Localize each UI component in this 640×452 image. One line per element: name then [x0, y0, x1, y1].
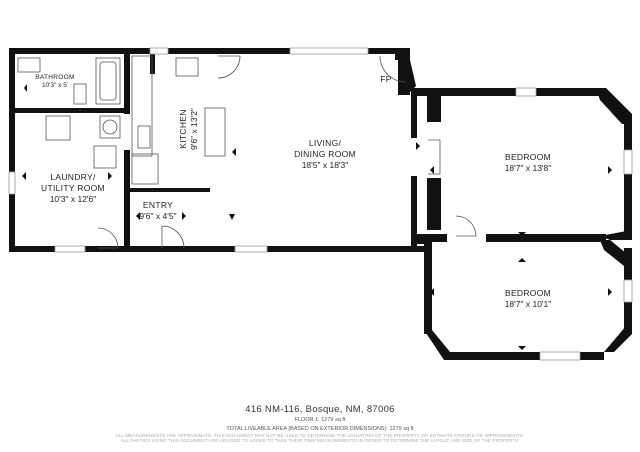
- dimension-markers: [22, 84, 612, 350]
- fireplace-label: FP: [376, 74, 396, 85]
- footer: 416 NM-116, Bosque, NM, 87006 FLOOR 1: 1…: [0, 404, 640, 443]
- bathroom-dims: 10'3" x 5': [41, 82, 69, 89]
- disclaimer-line-1: ALL MEASUREMENTS ARE APPROXIMATE. THIS D…: [115, 433, 525, 438]
- bedroom-1-name: BEDROOM: [504, 152, 552, 162]
- living-dining-label: LIVING/ DINING ROOM 18'5" x 18'3": [282, 138, 368, 171]
- bathroom-label: BATHROOM 10'3" x 5': [30, 74, 80, 90]
- bedroom-2-label: BEDROOM 18'7" x 10'1": [488, 288, 568, 310]
- fixtures: [17, 55, 477, 249]
- living-dims: 18'5" x 18'3": [301, 160, 349, 170]
- disclaimer-line-2: ALL PARTIES USING THIS DOCUMENT ARE ADVI…: [120, 438, 520, 443]
- floor-plan: [8, 47, 633, 361]
- entry-dims: 9'6" x 4'5": [139, 211, 177, 221]
- address: 416 NM-116, Bosque, NM, 87006: [245, 404, 395, 415]
- entry-name: ENTRY: [142, 200, 174, 210]
- laundry-name: LAUNDRY/: [50, 172, 96, 182]
- bedroom-2-dims: 18'7" x 10'1": [504, 299, 552, 309]
- living-name: LIVING/: [308, 138, 342, 148]
- floor-area: FLOOR 1: 1279 sq ft: [294, 417, 346, 423]
- entry-label: ENTRY 9'6" x 4'5": [128, 200, 188, 222]
- total-area: TOTAL LIVEABLE AREA (BASED ON EXTERIOR D…: [226, 426, 414, 432]
- windows: [8, 47, 633, 361]
- kitchen-label: KITCHEN 9'6" x 13'2": [178, 90, 200, 168]
- bedroom-1-dims: 18'7" x 13'8": [504, 163, 552, 173]
- fireplace-name: FP: [380, 74, 392, 84]
- laundry-name-2: UTILITY ROOM: [41, 183, 105, 193]
- bedroom-2-name: BEDROOM: [504, 288, 552, 298]
- laundry-label: LAUNDRY/ UTILITY ROOM 10'3" x 12'6": [26, 172, 120, 205]
- kitchen-dims: 9'6" x 13'2": [189, 108, 199, 150]
- kitchen-name: KITCHEN: [178, 109, 188, 149]
- living-name-2: DINING ROOM: [294, 149, 356, 159]
- bedroom-1-label: BEDROOM 18'7" x 13'8": [488, 152, 568, 174]
- laundry-dims: 10'3" x 12'6": [49, 194, 97, 204]
- bathroom-name: BATHROOM: [35, 74, 75, 81]
